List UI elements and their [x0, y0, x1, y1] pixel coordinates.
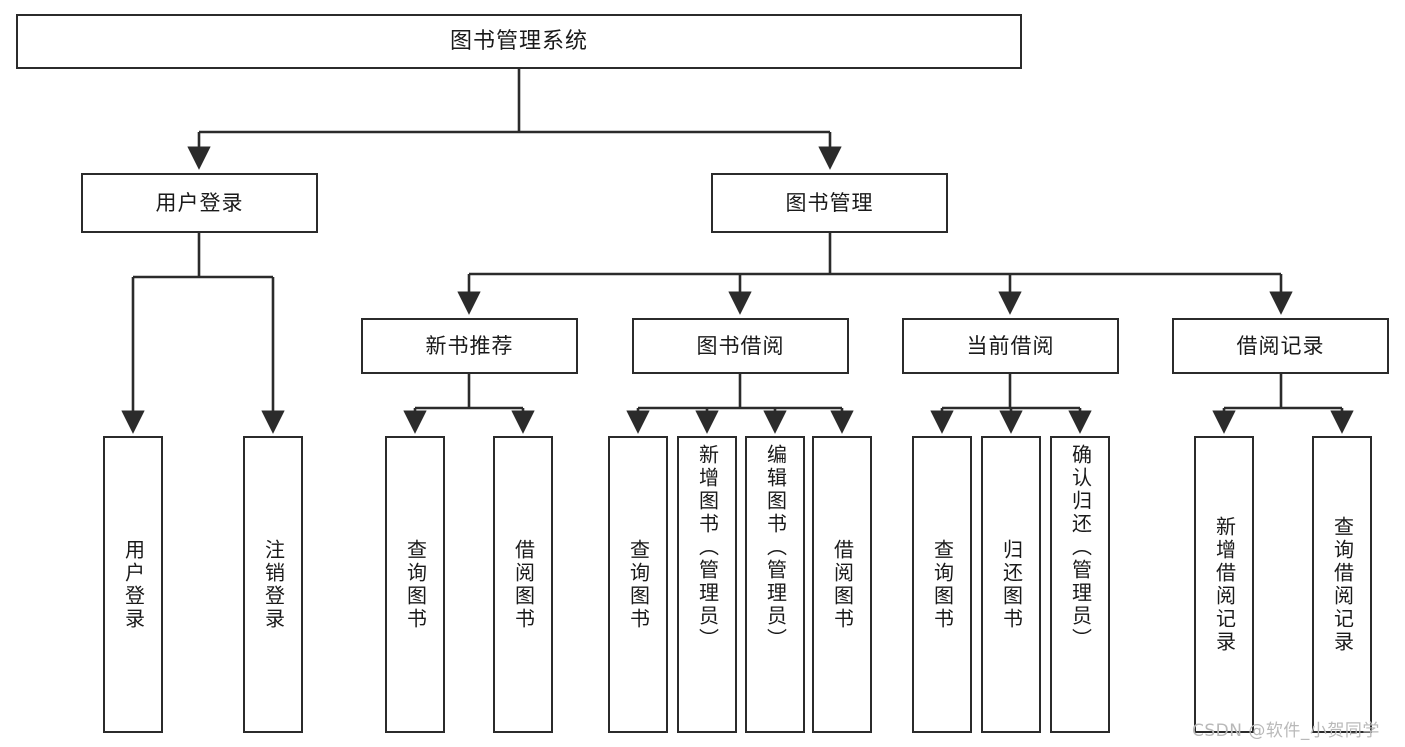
- node-label: 图书管理: [785, 190, 874, 215]
- node-user-login[interactable]: 用户登录: [81, 173, 318, 233]
- node-book-manage[interactable]: 图书管理: [711, 173, 948, 233]
- node-label: 借阅图书: [830, 538, 855, 631]
- node-leaf-query-book-recommend[interactable]: 查询图书: [385, 436, 445, 733]
- node-label: 查询借阅记录: [1330, 515, 1355, 654]
- node-label: 查询图书: [930, 538, 955, 631]
- node-leaf-borrow-book[interactable]: 借阅图书: [812, 436, 872, 733]
- node-label: 借阅记录: [1236, 333, 1325, 358]
- node-leaf-add-borrow-record[interactable]: 新增借阅记录: [1194, 436, 1254, 733]
- node-label: 图书管理系统: [449, 28, 588, 54]
- node-label: 新增图书（管理员）: [695, 444, 720, 651]
- node-label: 注销登录: [261, 538, 286, 631]
- node-label: 新书推荐: [425, 333, 514, 358]
- node-label: 确认归还（管理员）: [1068, 444, 1093, 651]
- node-leaf-logout[interactable]: 注销登录: [243, 436, 303, 733]
- node-leaf-borrow-book-recommend[interactable]: 借阅图书: [493, 436, 553, 733]
- node-label: 借阅图书: [511, 538, 536, 631]
- node-book-management-system[interactable]: 图书管理系统: [16, 14, 1022, 69]
- node-borrow-record[interactable]: 借阅记录: [1172, 318, 1389, 374]
- node-label: 当前借阅: [966, 333, 1055, 358]
- node-leaf-return-book[interactable]: 归还图书: [981, 436, 1041, 733]
- node-leaf-query-book-current[interactable]: 查询图书: [912, 436, 972, 733]
- node-leaf-query-book-borrow[interactable]: 查询图书: [608, 436, 668, 733]
- node-new-book-recommend[interactable]: 新书推荐: [361, 318, 578, 374]
- node-label: 用户登录: [121, 538, 146, 631]
- node-label: 编辑图书（管理员）: [763, 444, 788, 651]
- node-leaf-edit-book[interactable]: 编辑图书（管理员）: [745, 436, 805, 733]
- node-current-borrow[interactable]: 当前借阅: [902, 318, 1119, 374]
- node-leaf-query-borrow-record[interactable]: 查询借阅记录: [1312, 436, 1372, 733]
- node-label: 查询图书: [626, 538, 651, 631]
- node-leaf-confirm-return[interactable]: 确认归还（管理员）: [1050, 436, 1110, 733]
- node-leaf-user-login[interactable]: 用户登录: [103, 436, 163, 733]
- node-label: 新增借阅记录: [1212, 515, 1237, 654]
- node-label: 归还图书: [999, 538, 1024, 631]
- node-label: 图书借阅: [696, 333, 785, 358]
- node-label: 查询图书: [403, 538, 428, 631]
- csdn-watermark: CSDN @软件_小贺同学: [1192, 721, 1380, 741]
- node-label: 用户登录: [155, 190, 244, 215]
- node-book-borrow[interactable]: 图书借阅: [632, 318, 849, 374]
- node-leaf-add-book[interactable]: 新增图书（管理员）: [677, 436, 737, 733]
